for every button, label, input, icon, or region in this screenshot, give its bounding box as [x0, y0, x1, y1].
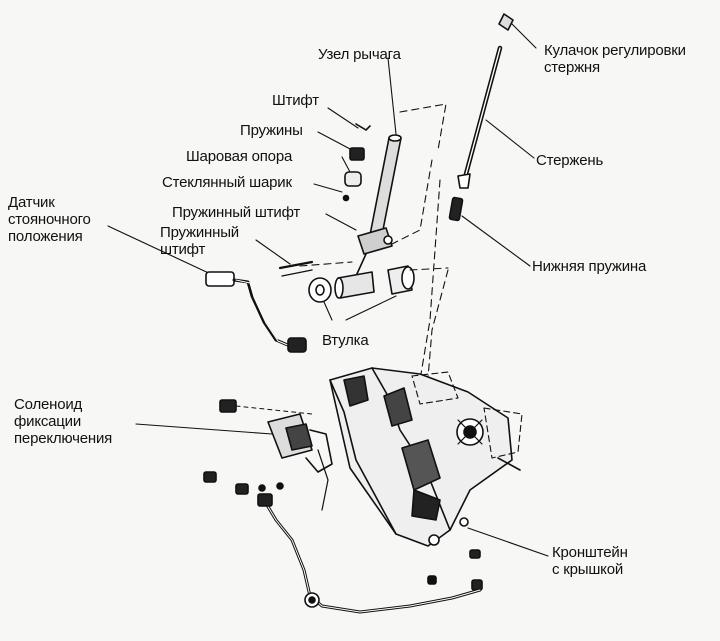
- lever-assembly: [334, 134, 402, 299]
- label-spring-pin-2-line1: Пружинный: [160, 224, 239, 241]
- label-bushing: Втулка: [322, 332, 369, 349]
- solenoid: [219, 399, 333, 511]
- label-rod-cam: Кулачок регулировки стержня: [544, 42, 686, 76]
- bracket-assembly: [329, 367, 549, 557]
- label-pin: Штифт: [272, 92, 319, 109]
- label-park-sensor-line3: положения: [8, 228, 83, 245]
- fasteners: [203, 471, 483, 591]
- label-solenoid-line3: переключения: [14, 430, 113, 447]
- label-rod: Стержень: [536, 152, 604, 169]
- label-bracket-line1: Кронштейн: [552, 544, 628, 561]
- label-lever-assembly: Узел рычага: [318, 46, 401, 63]
- label-solenoid-line1: Соленоид: [14, 396, 83, 413]
- label-spring-pin-2-line2: штифт: [160, 241, 206, 258]
- assembly-dashes: [299, 103, 449, 381]
- label-spring-pin-2: Пружинный штифт: [160, 224, 239, 258]
- label-spring-pin-1: Пружинный штифт: [172, 204, 301, 221]
- label-ball-support: Шаровая опора: [186, 148, 293, 165]
- leader-lines-left: [107, 57, 397, 435]
- label-bracket: Кронштейн с крышкой: [552, 544, 628, 578]
- rod-group: [448, 13, 537, 267]
- label-glass-ball: Стеклянный шарик: [162, 174, 292, 191]
- label-solenoid-line2: фиксации: [14, 413, 82, 430]
- interlock-cable: [257, 493, 482, 614]
- small-parts: [278, 123, 371, 277]
- park-sensor: [205, 271, 307, 353]
- label-park-sensor: Датчик стояночного положения: [8, 194, 91, 245]
- bushings: [308, 265, 415, 321]
- label-rod-cam-line1: Кулачок регулировки: [544, 42, 686, 59]
- label-bracket-line2: с крышкой: [552, 561, 624, 578]
- label-rod-cam-line2: стержня: [544, 59, 600, 76]
- label-park-sensor-line1: Датчик: [8, 194, 55, 211]
- label-lower-spring: Нижняя пружина: [532, 258, 647, 275]
- label-solenoid: Соленоид фиксации переключения: [14, 396, 112, 447]
- label-springs: Пружины: [240, 122, 303, 139]
- label-park-sensor-line2: стояночного: [8, 211, 91, 228]
